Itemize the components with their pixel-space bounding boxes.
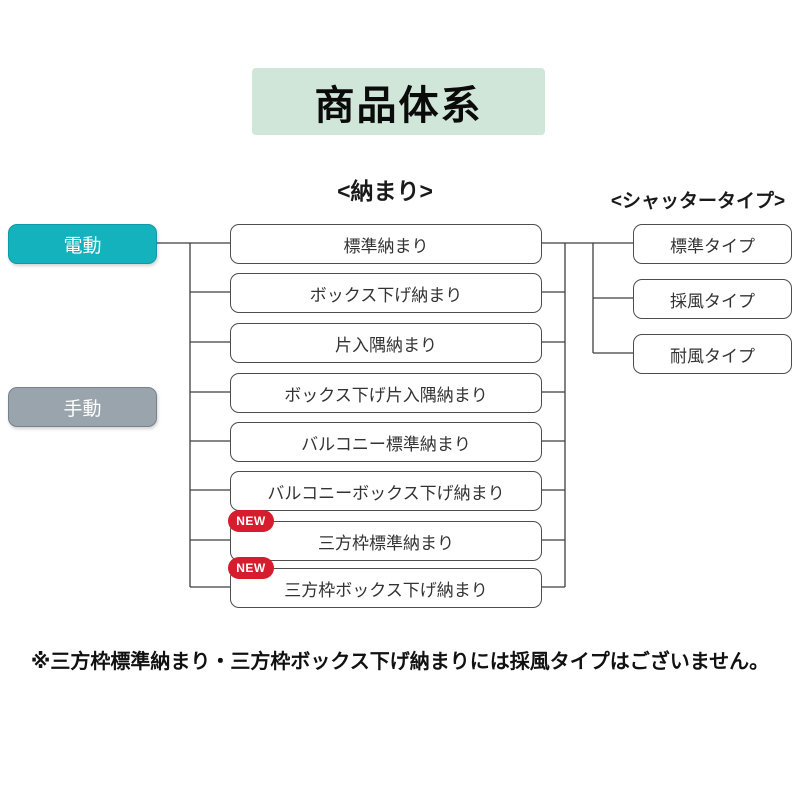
osamari-node-box-sage: ボックス下げ納まり — [230, 273, 542, 313]
shutter-column-header: <シャッタータイプ> — [610, 191, 786, 212]
osamari-node-standard: 標準納まり — [230, 224, 542, 264]
new-badge: NEW — [228, 557, 274, 579]
shutter-type-node-saifu: 採風タイプ — [633, 279, 792, 319]
osamari-node-sanpowaku-standard: 三方枠標準納まり — [230, 521, 542, 561]
osamari-node-box-sage-katairisumi: ボックス下げ片入隅納まり — [230, 373, 542, 413]
osamari-column-header: <納まり> — [337, 178, 433, 204]
footnote-text: ※三方枠標準納まり・三方枠ボックス下げ納まりには採風タイプはございません。 — [30, 651, 770, 673]
osamari-node-balcony-box-sage: バルコニーボックス下げ納まり — [230, 471, 542, 511]
drive-node-electric: 電動 — [8, 224, 157, 264]
new-badge: NEW — [228, 510, 274, 532]
osamari-node-balcony-standard: バルコニー標準納まり — [230, 422, 542, 462]
page-title: 商品体系 — [252, 68, 545, 135]
osamari-node-katairisumi: 片入隅納まり — [230, 323, 542, 363]
osamari-node-sanpowaku-box-sage: 三方枠ボックス下げ納まり — [230, 568, 542, 608]
shutter-type-node-standard: 標準タイプ — [633, 224, 792, 264]
shutter-type-node-taifu: 耐風タイプ — [633, 334, 792, 374]
drive-node-manual: 手動 — [8, 387, 157, 427]
